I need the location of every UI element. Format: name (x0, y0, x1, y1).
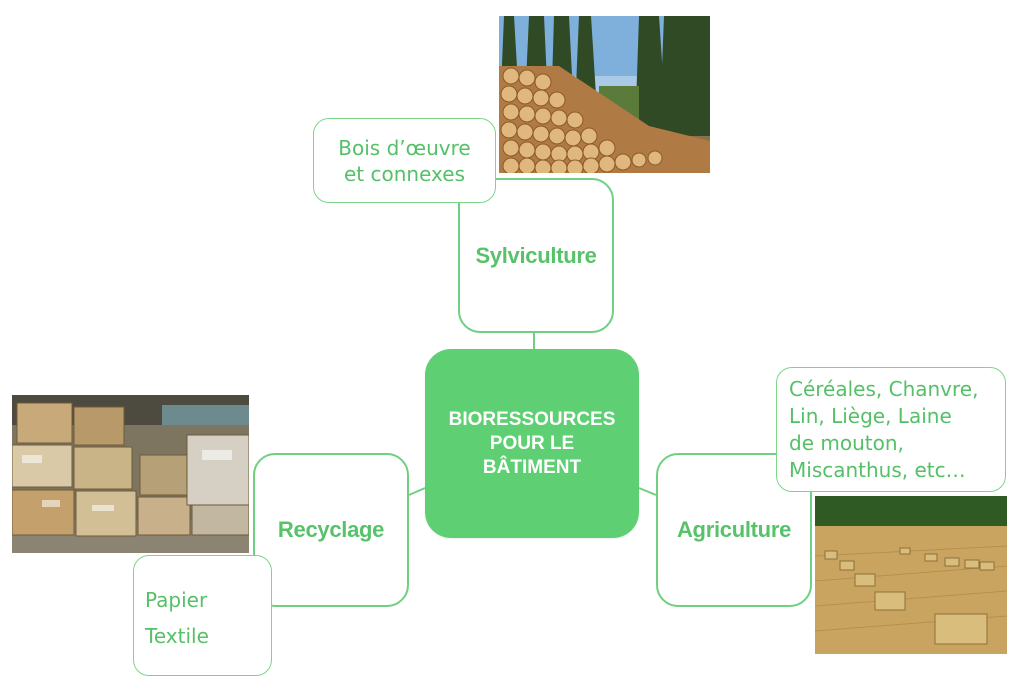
log-pile-forest-photo (499, 16, 710, 173)
recyclage-node: Recyclage (253, 453, 409, 607)
recyclage-detail-line: Papier (145, 588, 208, 612)
recyclage-detail-line: Textile (145, 624, 209, 648)
recyclage-label: Recyclage (277, 517, 385, 542)
cardboard-bales-photo (12, 395, 249, 553)
connector-recyclage (408, 487, 426, 496)
sylviculture-detail-line: Bois d’œuvre (338, 135, 471, 160)
recyclage-details-box: Papier Textile (133, 555, 272, 676)
agriculture-detail-line: Miscanthus, etc… (789, 458, 966, 482)
agriculture-label: Agriculture (676, 517, 792, 542)
agriculture-details-box: Céréales, Chanvre, Lin, Liège, Laine de … (776, 367, 1006, 492)
sylviculture-details-box: Bois d’œuvre et connexes (313, 118, 496, 203)
agriculture-detail-line: Lin, Liège, Laine (789, 404, 952, 428)
connector-agriculture (638, 487, 657, 496)
center-title: BIORESSOURCES POUR LE BÂTIMENT (448, 408, 616, 478)
center-node: BIORESSOURCES POUR LE BÂTIMENT (425, 349, 639, 538)
sylviculture-label: Sylviculture (475, 242, 597, 268)
hay-bales-field-photo (815, 496, 1007, 654)
agriculture-detail-line: Céréales, Chanvre, (789, 377, 979, 401)
sylviculture-detail-line: et connexes (344, 161, 465, 186)
sylviculture-node: Sylviculture (458, 178, 614, 333)
agriculture-detail-line: de mouton, (789, 431, 904, 455)
